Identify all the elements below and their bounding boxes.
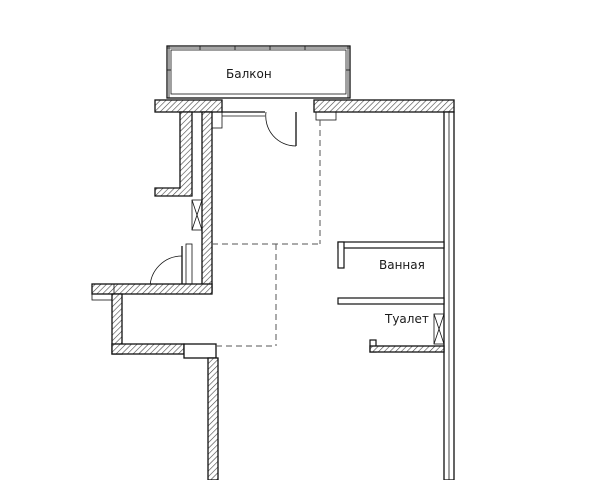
balcony-outline xyxy=(166,45,351,99)
wall-bathroom-top xyxy=(337,241,445,249)
room-label-balcony: Балкон xyxy=(226,67,272,81)
room-label-toilet: Туалет xyxy=(385,312,429,326)
entry-door xyxy=(149,246,183,289)
wall-toilet-bottom xyxy=(369,345,445,353)
wall-entry-stub xyxy=(91,283,115,301)
shaft-upper xyxy=(191,199,203,231)
dashed-boundaries xyxy=(212,120,321,347)
wall-left-upper xyxy=(154,111,193,197)
wall-top-left xyxy=(154,99,223,113)
wall-bottom-block xyxy=(183,343,217,359)
balcony-door-frame xyxy=(207,111,337,129)
balcony-window-ticks xyxy=(167,46,350,71)
wall-top-right xyxy=(313,99,455,113)
small-niche xyxy=(185,243,193,291)
wall-entry-top xyxy=(91,283,213,295)
wall-lower-column xyxy=(207,357,219,480)
shaft-toilet xyxy=(433,313,445,345)
wall-left-column xyxy=(201,111,213,293)
balcony-door xyxy=(265,111,297,147)
room-label-bathroom: Ванная xyxy=(379,258,425,272)
wall-bathroom-left-stub xyxy=(337,241,345,269)
wall-bottom-left xyxy=(111,343,185,355)
wall-bathroom-bottom xyxy=(337,297,445,305)
